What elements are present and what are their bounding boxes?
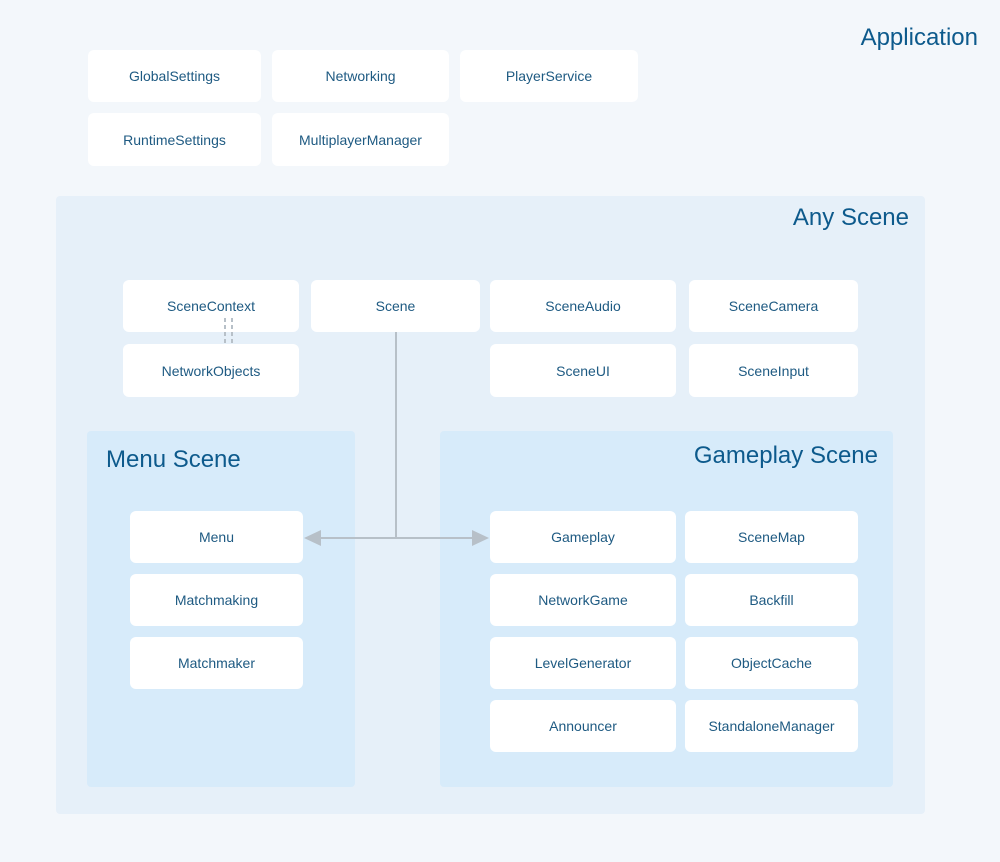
matchmaking-box: Matchmaking (130, 574, 303, 626)
player-service-box: PlayerService (460, 50, 638, 102)
object-cache-box: ObjectCache (685, 637, 858, 689)
scene-map-box: SceneMap (685, 511, 858, 563)
scene-input-box: SceneInput (689, 344, 858, 397)
global-settings-box: GlobalSettings (88, 50, 261, 102)
scene-box: Scene (311, 280, 480, 332)
arrow-to-gameplay (472, 530, 489, 546)
backfill-box: Backfill (685, 574, 858, 626)
matchmaker-box: Matchmaker (130, 637, 303, 689)
network-game-box: NetworkGame (490, 574, 676, 626)
level-generator-box: LevelGenerator (490, 637, 676, 689)
network-objects-box: NetworkObjects (123, 344, 299, 397)
scene-camera-box: SceneCamera (689, 280, 858, 332)
multiplayer-manager-box: MultiplayerManager (272, 113, 449, 166)
scene-connector (318, 332, 474, 539)
gameplay-box: Gameplay (490, 511, 676, 563)
standalone-manager-box: StandaloneManager (685, 700, 858, 752)
networking-box: Networking (272, 50, 449, 102)
menu-scene-title: Menu Scene (106, 446, 241, 473)
arrow-to-menu (304, 530, 321, 546)
application-title: Application (860, 24, 978, 51)
menu-box: Menu (130, 511, 303, 563)
gameplay-scene-title: Gameplay Scene (693, 442, 878, 469)
scene-context-box: SceneContext (123, 280, 299, 332)
announcer-box: Announcer (490, 700, 676, 752)
runtime-settings-box: RuntimeSettings (88, 113, 261, 166)
scene-context-network-objects-link (224, 318, 233, 343)
scene-audio-box: SceneAudio (490, 280, 676, 332)
any-scene-title: Any Scene (792, 204, 909, 231)
scene-ui-box: SceneUI (490, 344, 676, 397)
